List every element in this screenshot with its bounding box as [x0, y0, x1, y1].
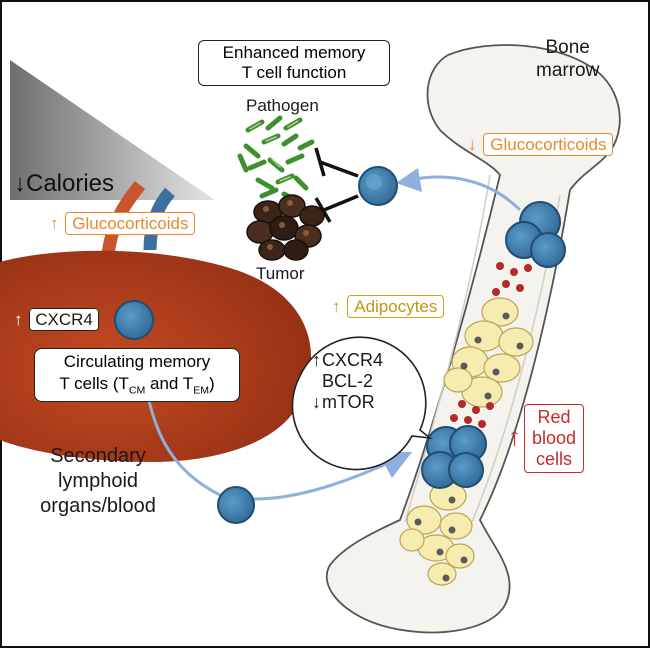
egress-arrowhead [396, 168, 422, 192]
bubble-row-bcl2: BCL-2 [312, 371, 383, 392]
bubble-row-up: ↑CXCR4 [312, 350, 383, 371]
glucocorticoids-down-arrow: ↓ [468, 135, 477, 154]
circulating-sub-em: EM [193, 384, 209, 397]
glucocorticoids-up: ↑ Glucocorticoids [50, 212, 196, 235]
bone-marrow-label: Bone marrow [536, 36, 599, 82]
bone-tcell-cluster-top [505, 201, 566, 268]
marker-bubble-text: ↑CXCR4 BCL-2 ↓mTOR [312, 350, 383, 413]
adipocytes-label: ↑ Adipocytes [332, 295, 445, 318]
glucocorticoids-down: ↓ Glucocorticoids [468, 133, 614, 156]
bubble-up-arrow: ↑ [312, 350, 321, 370]
secondary-lymphoid-label: Secondary lymphoid organs/blood [18, 444, 178, 519]
pathogen-rods [237, 115, 315, 203]
adipocyte-nuclei [414, 312, 524, 582]
circulating-sub-cm: CM [128, 384, 146, 397]
tumor-cells [246, 194, 325, 261]
title-line2: T cell function [241, 63, 347, 82]
marker-bubble-shape [291, 336, 433, 471]
circulating-pre: T cells (T [59, 374, 129, 393]
bubble-mtor: mTOR [322, 392, 375, 412]
egress-arrow-path [409, 175, 522, 212]
tumor-highlights [263, 200, 309, 250]
circulating-memory-box: Circulating memory T cells (TCM and TEM) [34, 348, 240, 402]
secondary-line2: lymphoid [57, 470, 139, 492]
calories-label: ↓Calories [14, 170, 114, 198]
bubble-cxcr4: CXCR4 [322, 350, 384, 370]
red-blood-line3: cells [535, 449, 572, 469]
title-box: Enhanced memory T cell function [198, 40, 390, 86]
calories-arrow: ↓ [14, 170, 26, 197]
adipocyte-cluster [399, 297, 534, 586]
red-blood-line1: Red [537, 407, 571, 427]
glucocorticoids-down-box: Glucocorticoids [483, 133, 614, 156]
organ-tcell [114, 300, 154, 340]
cxcr4-left-box: CXCR4 [29, 308, 99, 331]
bone-tcell-cluster-bottom [421, 425, 487, 489]
title-line1: Enhanced memory [222, 43, 366, 62]
red-blood-line2: blood [531, 428, 577, 448]
calories-triangle [10, 60, 215, 200]
red-blood-box: Red blood cells [524, 404, 584, 473]
tcell-highlight [366, 174, 382, 190]
pathogen-label: Pathogen [246, 96, 319, 115]
calories-text: Calories [26, 170, 115, 197]
circulating-line2: T cells (TCM and TEM) [41, 373, 233, 401]
bubble-bcl2: BCL-2 [322, 371, 374, 391]
tumor-label: Tumor [256, 264, 305, 283]
cxcr4-left: ↑ CXCR4 [14, 308, 99, 331]
red-blood-dots [450, 262, 532, 428]
secondary-line1: Secondary [50, 445, 146, 467]
bone-marrow-line2: marrow [536, 60, 600, 81]
red-blood-arrow: ↑ [508, 421, 521, 451]
circulating-post: ) [208, 374, 215, 393]
circulating-line1: Circulating memory [63, 352, 211, 371]
migrating-tcell [217, 486, 255, 524]
adipocytes-arrow: ↑ [332, 297, 341, 316]
bone-marrow-line1: Bone [545, 37, 590, 58]
bubble-row-down: ↓mTOR [312, 392, 383, 413]
pathogen-rod-highlights [249, 120, 299, 182]
bubble-down-arrow: ↓ [312, 392, 321, 412]
glucocorticoids-up-arrow: ↑ [50, 214, 59, 233]
inhibition-lines [314, 147, 359, 223]
adipocytes-box: Adipocytes [347, 295, 445, 318]
glucocorticoids-up-box: Glucocorticoids [65, 212, 196, 235]
circulating-mid: and T [145, 374, 194, 393]
cxcr4-left-arrow: ↑ [14, 310, 23, 329]
secondary-line3: organs/blood [40, 495, 156, 517]
